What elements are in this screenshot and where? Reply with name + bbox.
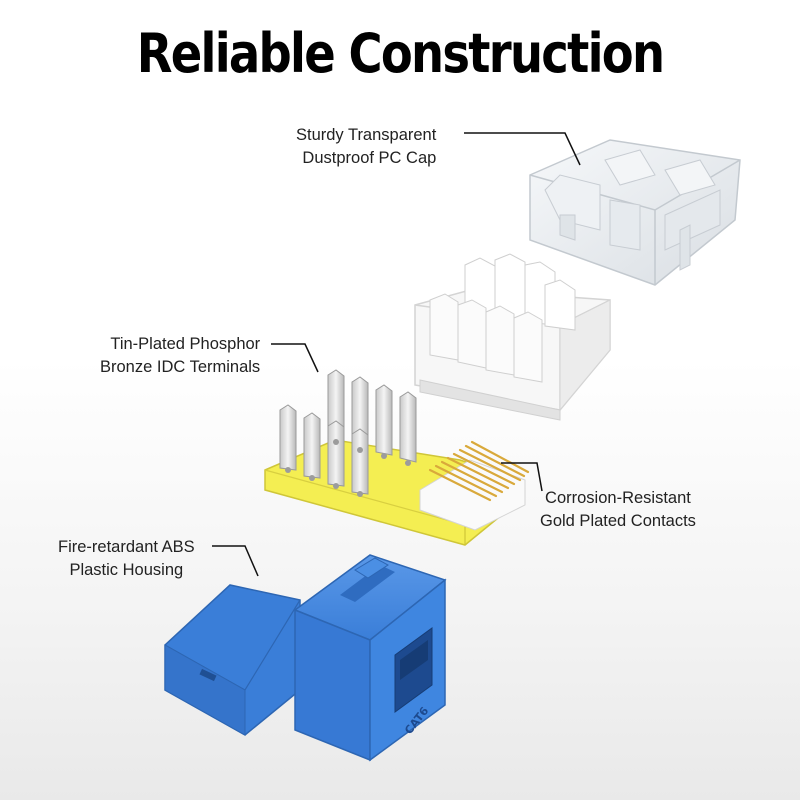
transparent-cap (529, 139, 741, 286)
callout-idc: Tin-Plated Phosphor Bronze IDC Terminals (100, 333, 260, 379)
white-idc-block (414, 253, 611, 421)
callout-contacts-line2: Gold Plated Contacts (540, 512, 696, 530)
callout-cap-line1: Sturdy Transparent (296, 126, 437, 144)
leader-lines (212, 132, 581, 577)
callout-housing-line2: Plastic Housing (69, 561, 184, 579)
callout-cap: Sturdy Transparent Dustproof PC Cap (296, 124, 436, 170)
callout-cap-line2: Dustproof PC Cap (302, 149, 437, 167)
callout-housing: Fire-retardant ABS Plastic Housing (58, 536, 195, 582)
page-title: Reliable Construction (136, 22, 665, 85)
callout-contacts-line1: Corrosion-Resistant (545, 489, 691, 507)
callout-contacts: Corrosion-Resistant Gold Plated Contacts (540, 487, 696, 533)
callout-idc-line2: Bronze IDC Terminals (100, 358, 261, 376)
pcb-assembly (264, 369, 530, 546)
callout-idc-line1: Tin-Plated Phosphor (110, 335, 261, 353)
blue-housing (164, 554, 447, 762)
callout-housing-line1: Fire-retardant ABS (58, 538, 195, 556)
